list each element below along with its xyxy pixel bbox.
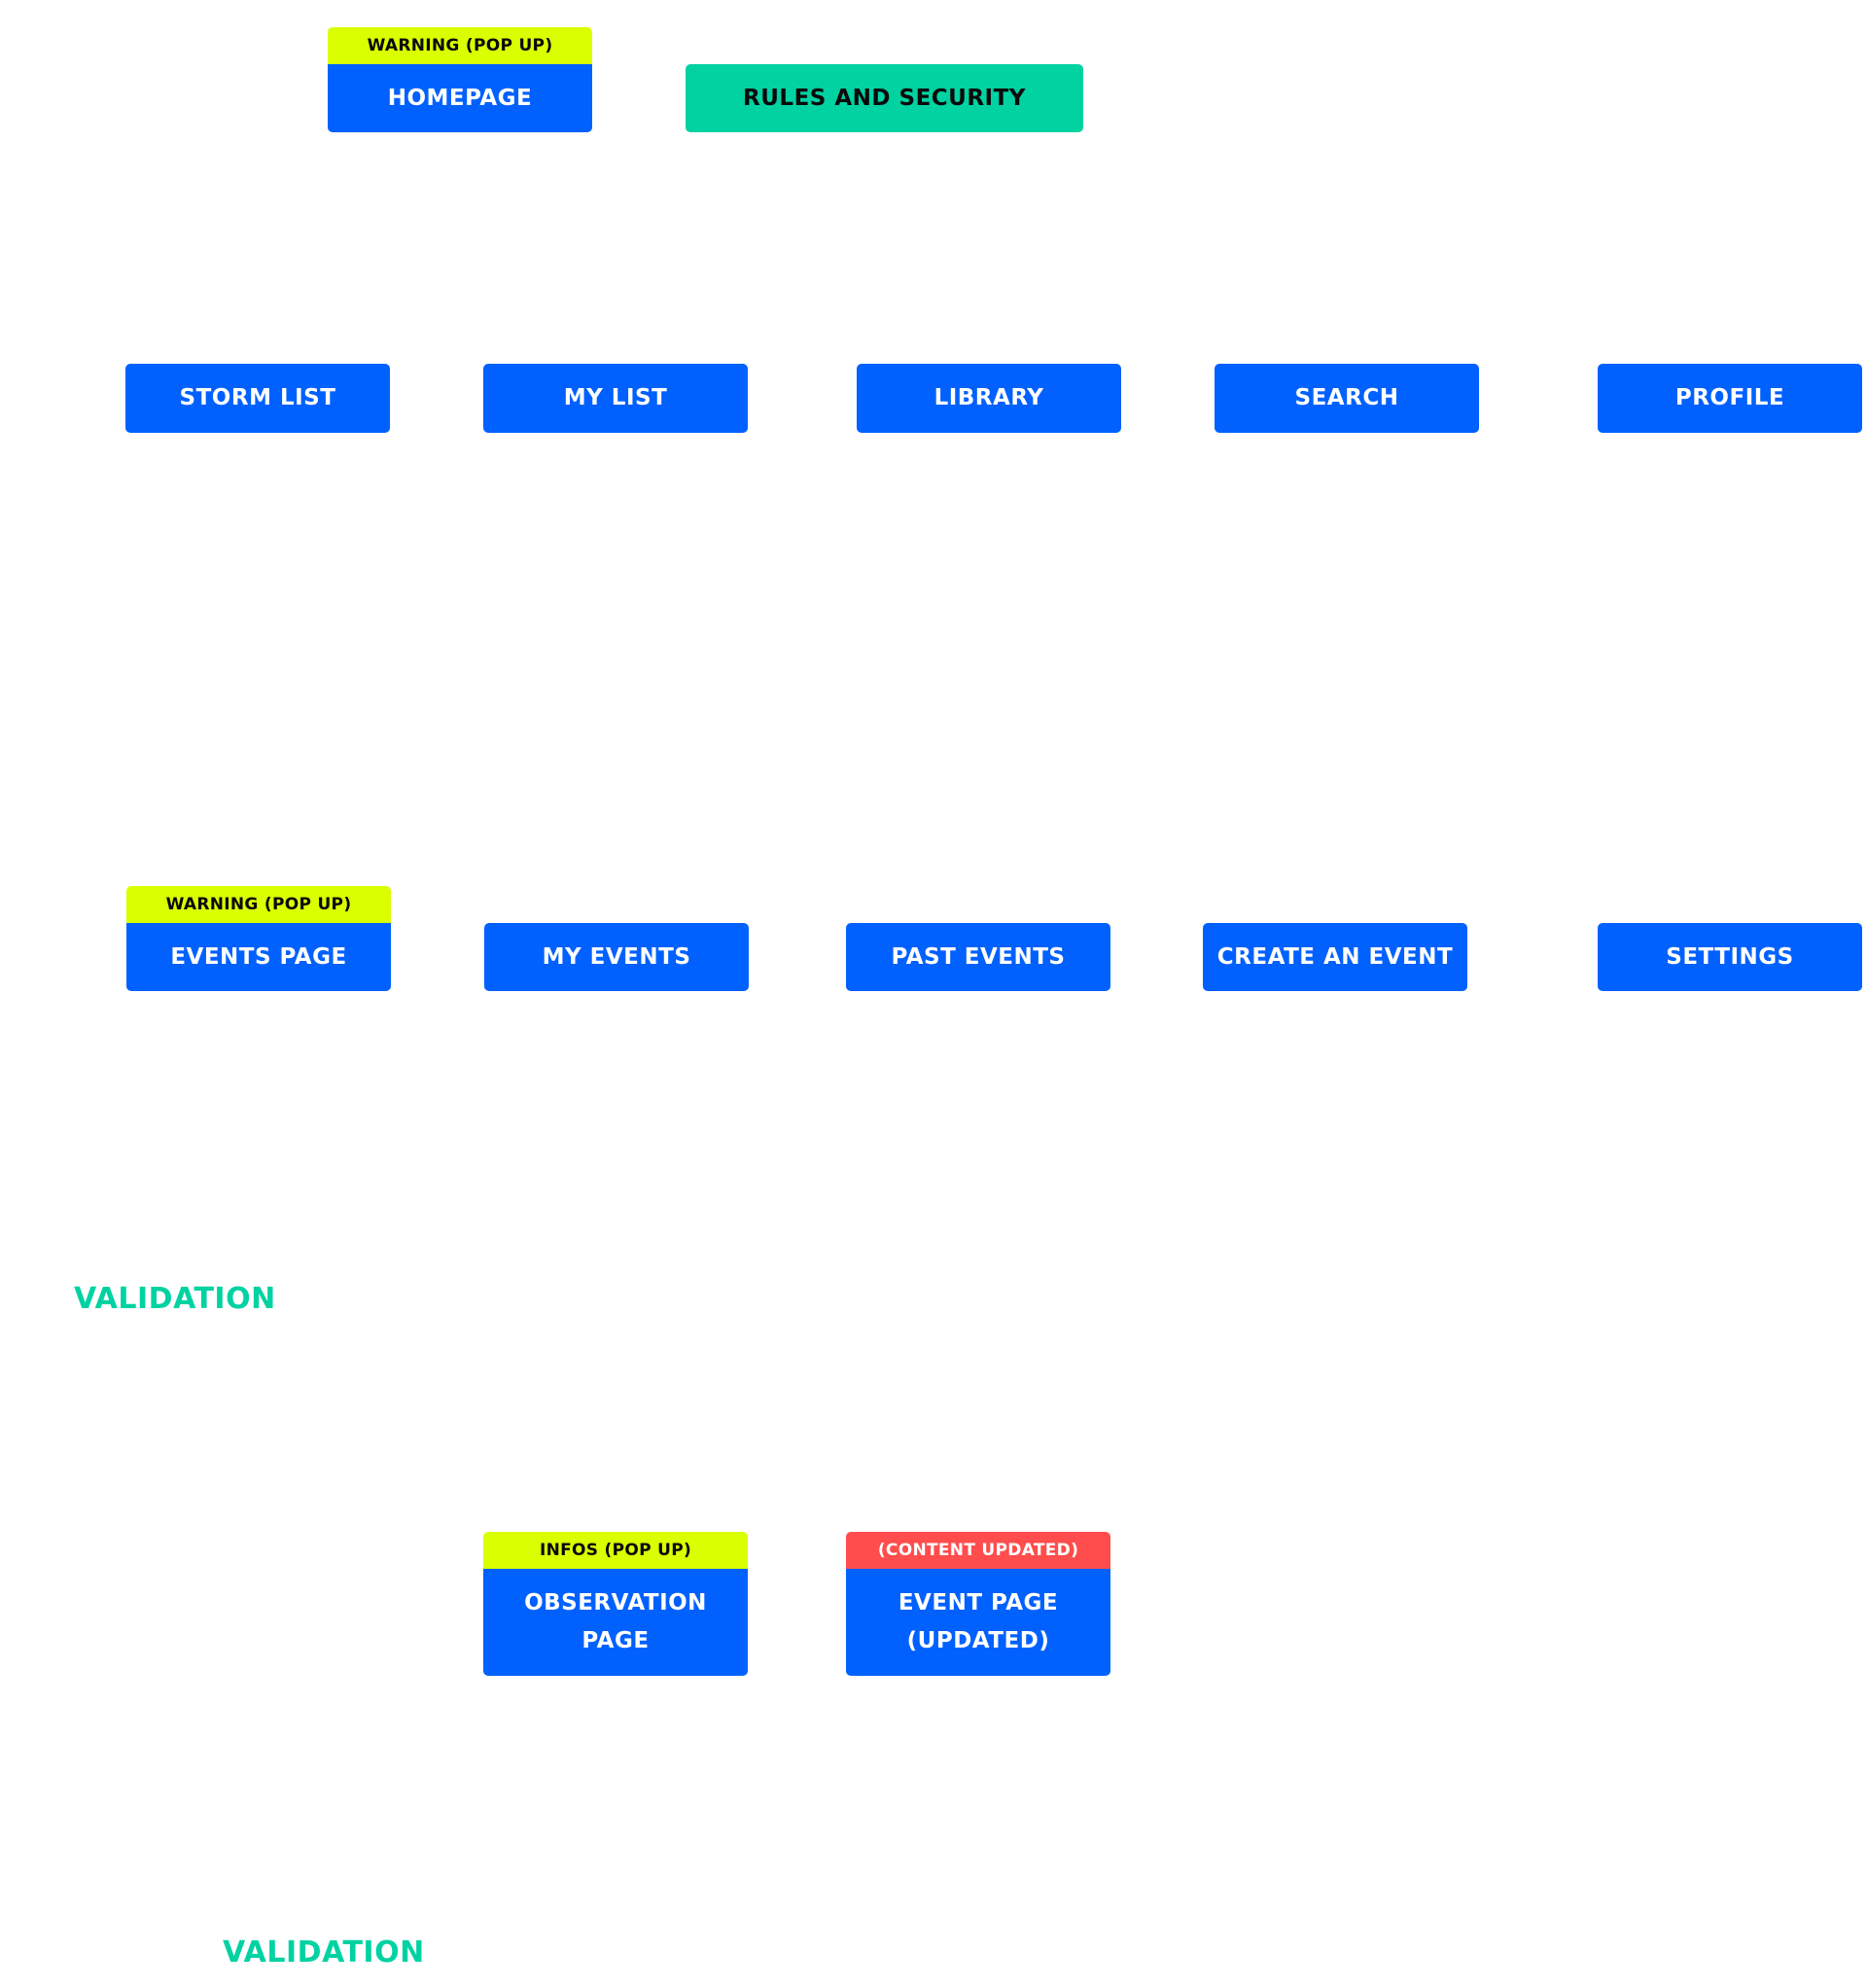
validation-label-1: VALIDATION bbox=[74, 1282, 276, 1316]
library-node[interactable]: LIBRARY bbox=[857, 364, 1121, 433]
homepage-node[interactable]: HOMEPAGE bbox=[328, 64, 592, 132]
event-page-updated-node[interactable]: EVENT PAGE (UPDATED) bbox=[846, 1569, 1110, 1676]
events-page-warning-tag: WARNING (POP UP) bbox=[126, 886, 391, 923]
create-an-event-node[interactable]: CREATE AN EVENT bbox=[1203, 923, 1467, 991]
search-node[interactable]: SEARCH bbox=[1215, 364, 1479, 433]
my-events-node[interactable]: MY EVENTS bbox=[484, 923, 749, 991]
my-list-node[interactable]: MY LIST bbox=[483, 364, 748, 433]
events-page-node[interactable]: EVENTS PAGE bbox=[126, 923, 391, 991]
profile-node[interactable]: PROFILE bbox=[1598, 364, 1862, 433]
validation-label-2: VALIDATION bbox=[223, 1935, 425, 1970]
observation-page-node[interactable]: OBSERVATION PAGE bbox=[483, 1569, 748, 1676]
homepage-warning-tag: WARNING (POP UP) bbox=[328, 27, 592, 64]
storm-list-node[interactable]: STORM LIST bbox=[125, 364, 390, 433]
rules-and-security-node[interactable]: RULES AND SECURITY bbox=[686, 64, 1083, 132]
observation-infos-tag: INFOS (POP UP) bbox=[483, 1532, 748, 1569]
settings-node[interactable]: SETTINGS bbox=[1598, 923, 1862, 991]
content-updated-tag: (CONTENT UPDATED) bbox=[846, 1532, 1110, 1569]
past-events-node[interactable]: PAST EVENTS bbox=[846, 923, 1110, 991]
